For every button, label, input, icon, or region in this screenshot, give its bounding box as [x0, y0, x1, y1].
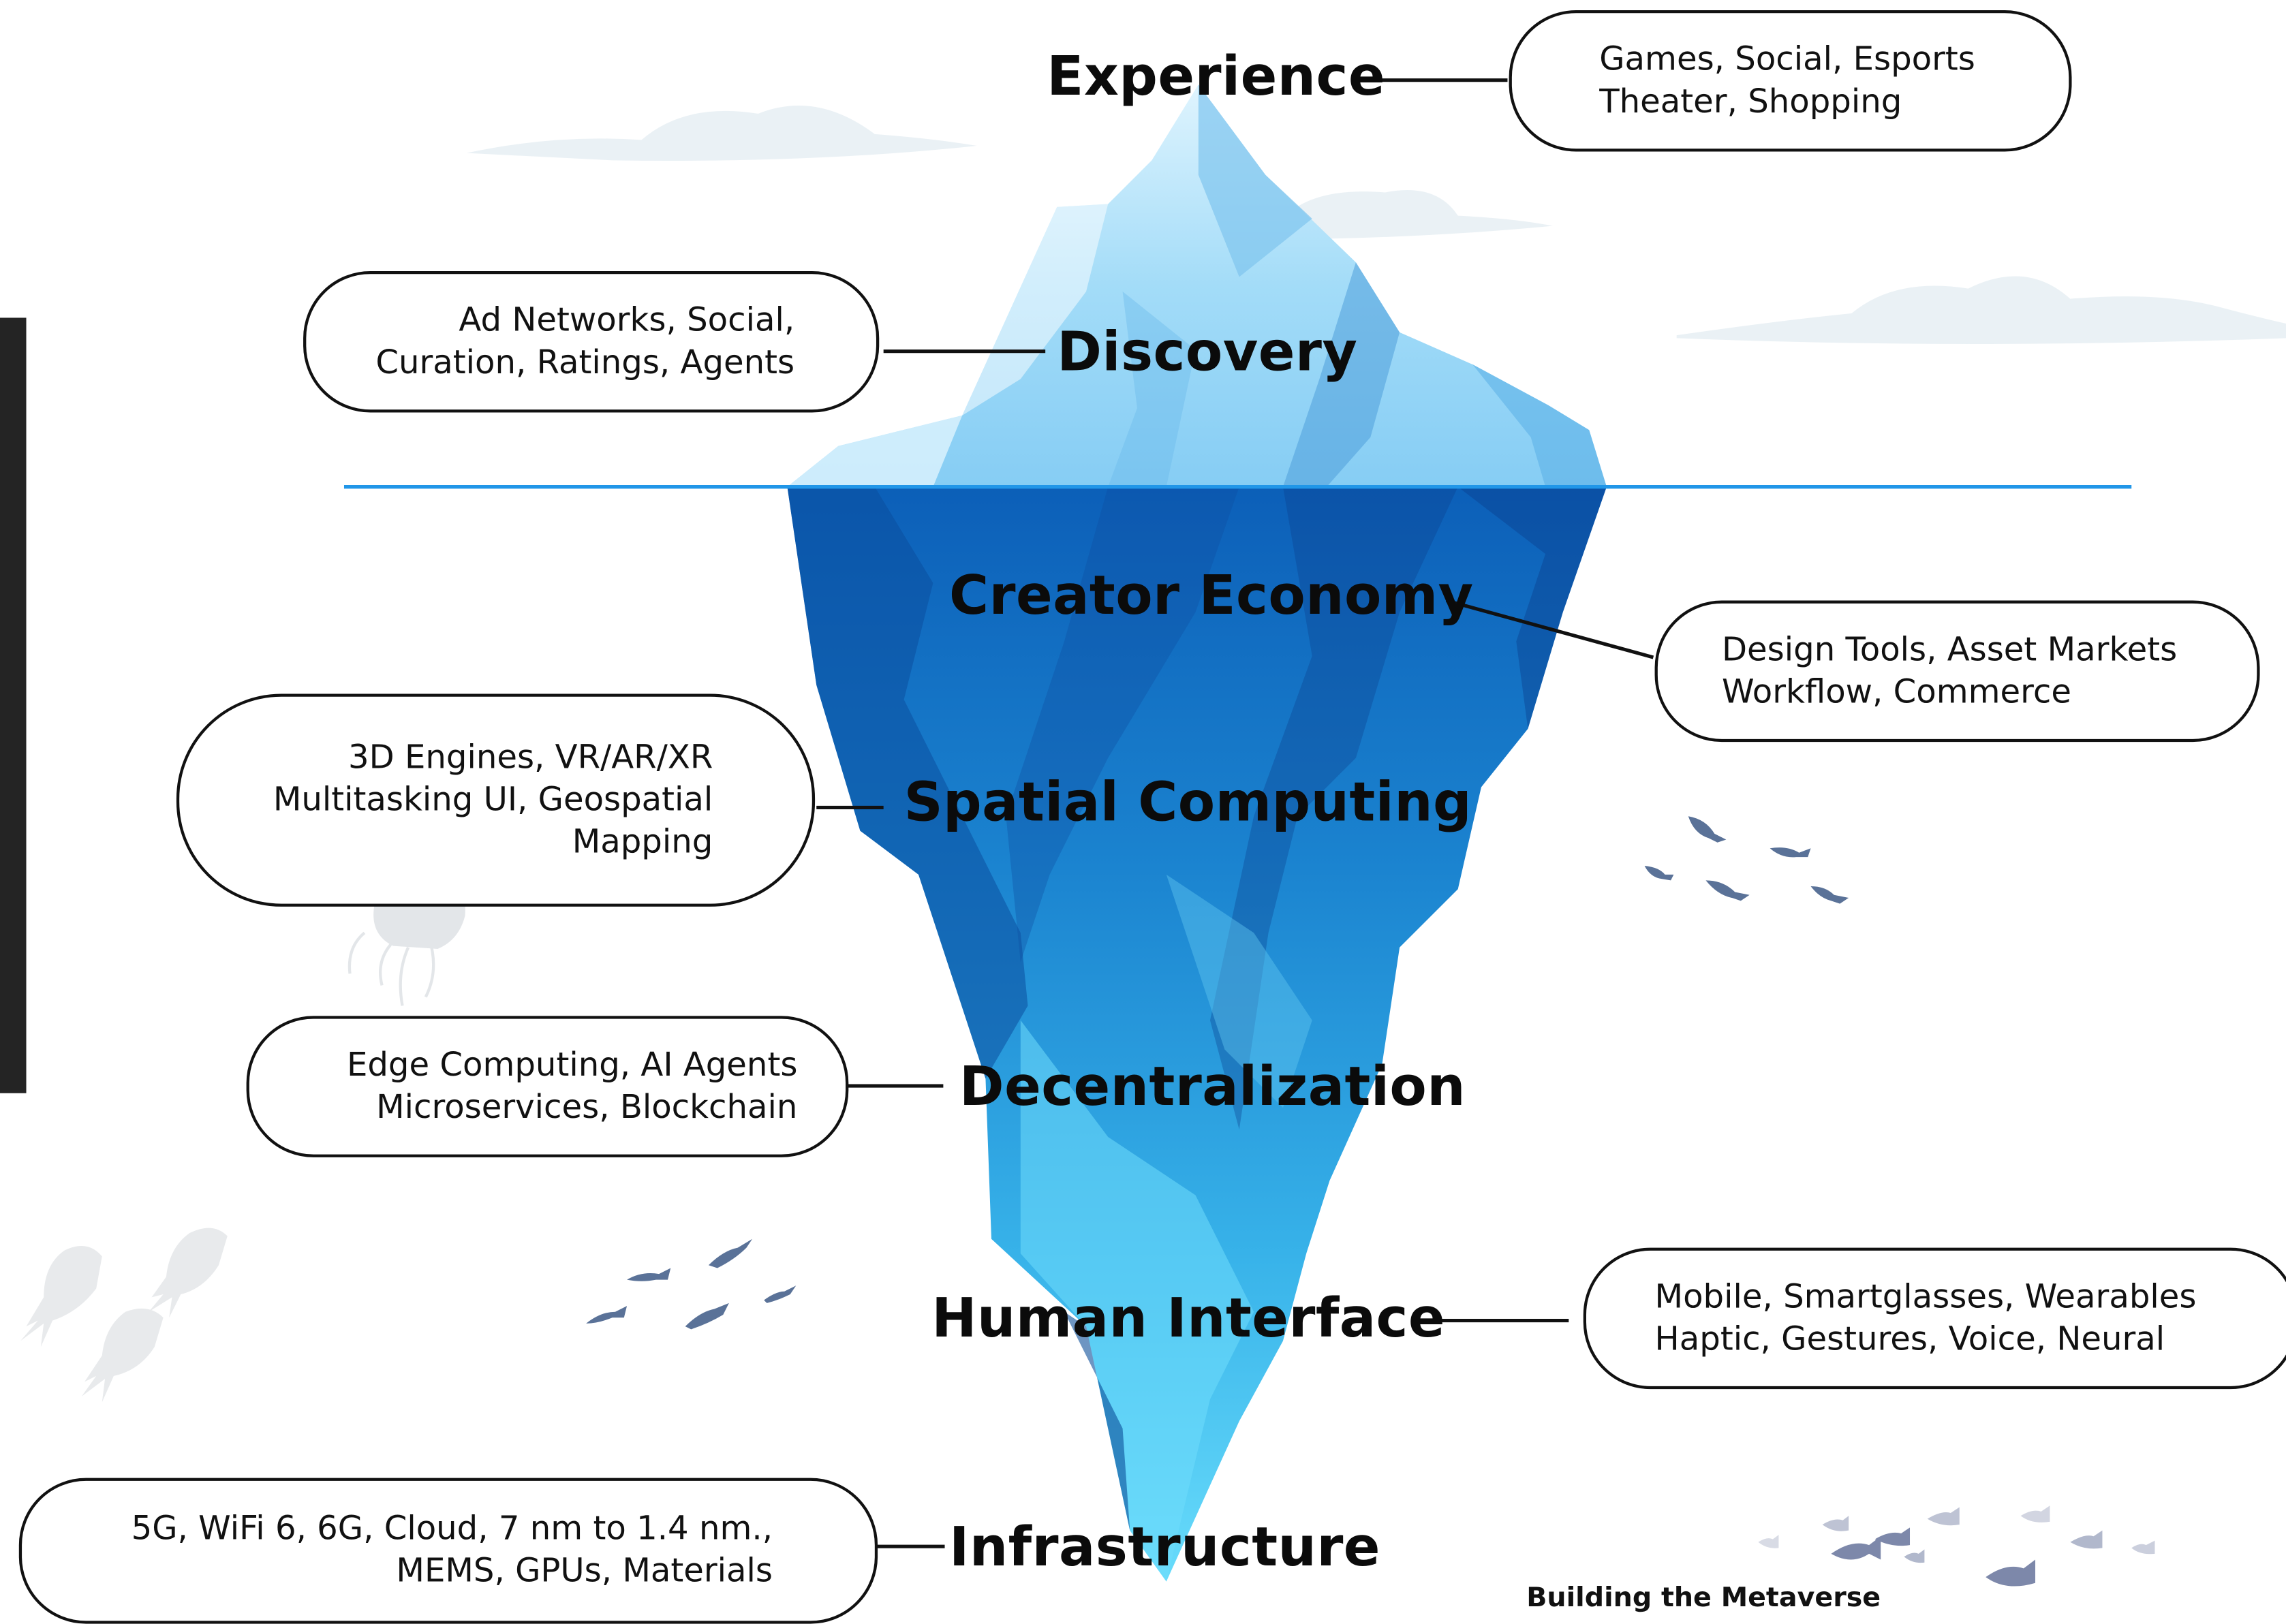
layer-title-experience: Experience — [1047, 45, 1385, 108]
details-pill-decentralization: Edge Computing, AI Agents Microservices,… — [246, 1016, 849, 1157]
details-pill-discovery: Ad Networks, Social, Curation, Ratings, … — [303, 270, 880, 413]
details-line: Edge Computing, AI Agents — [346, 1046, 798, 1084]
details-line: Design Tools, Asset Markets — [1721, 630, 2178, 669]
layer-title-human-interface: Human Interface — [931, 1287, 1446, 1350]
details-pill-infrastructure: 5G, WiFi 6, 6G, Cloud, 7 nm to 1.4 nm., … — [18, 1478, 878, 1624]
iceberg-underwater — [787, 486, 1607, 1582]
details-line: Theater, Shopping — [1599, 82, 1902, 121]
connector-lines — [816, 78, 1654, 1548]
details-line: Haptic, Gestures, Voice, Neural — [1654, 1320, 2165, 1358]
details-line: Ad Networks, Social, — [459, 300, 795, 339]
layer-title-creator-economy: Creator Economy — [948, 564, 1474, 627]
details-line: Workflow, Commerce — [1721, 672, 2071, 711]
fish-school-left — [586, 1238, 797, 1330]
fish-school-bottom-right — [1758, 1505, 2155, 1587]
details-line: Multitasking UI, Geospatial — [273, 780, 713, 819]
details-line: 3D Engines, VR/AR/XR — [347, 738, 713, 777]
details-line: Microservices, Blockchain — [376, 1088, 798, 1126]
side-bar — [0, 317, 27, 1093]
details-pill-experience: Games, Social, Esports Theater, Shopping — [1509, 10, 2072, 152]
details-line: Games, Social, Esports — [1599, 40, 1975, 78]
details-line: 5G, WiFi 6, 6G, Cloud, 7 nm to 1.4 nm., — [131, 1510, 773, 1548]
layer-title-decentralization: Decentralization — [959, 1055, 1466, 1119]
details-pill-human-interface: Mobile, Smartglasses, Wearables Haptic, … — [1583, 1247, 2286, 1390]
layer-title-infrastructure: Infrastructure — [948, 1516, 1380, 1579]
details-pill-spatial-computing: 3D Engines, VR/AR/XR Multitasking UI, Ge… — [176, 693, 816, 907]
fish-school-right — [1644, 816, 1849, 904]
details-line: Curation, Ratings, Agents — [375, 343, 795, 381]
iceberg-above-water — [787, 84, 1607, 487]
details-line: Mobile, Smartglasses, Wearables — [1654, 1277, 2197, 1316]
squid-silhouettes — [20, 1228, 228, 1403]
details-line: Mapping — [572, 822, 713, 861]
details-line: MEMS, GPUs, Materials — [396, 1552, 773, 1591]
details-pill-creator-economy: Design Tools, Asset Markets Workflow, Co… — [1654, 600, 2260, 743]
layer-title-discovery: Discovery — [1057, 320, 1358, 384]
layer-title-spatial-computing: Spatial Computing — [903, 770, 1472, 834]
credit-caption: Building the Metaverse — [1526, 1582, 1881, 1614]
